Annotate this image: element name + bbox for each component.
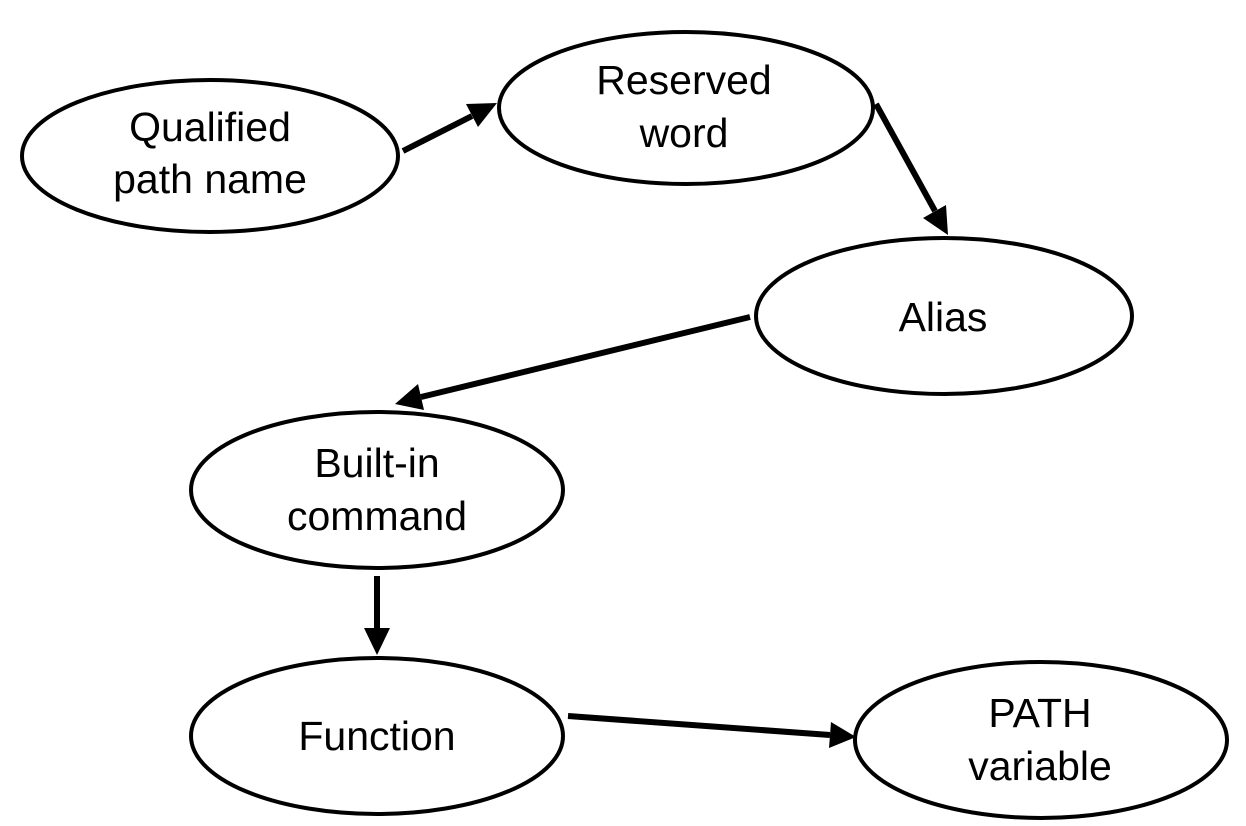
edge-reserved-to-alias [873,102,948,235]
node-builtin-label-line2: command [287,493,467,539]
node-reserved-label-line2: word [639,110,729,156]
node-path-label-line1: PATH [988,690,1091,736]
node-path-label-line2: variable [968,743,1112,789]
node-built-in-command: Built-in command [189,410,565,570]
edge-builtin-to-function [364,576,390,655]
node-qualified-label-line1: Qualified [129,104,291,150]
node-alias: Alias [754,236,1134,396]
node-alias-label: Alias [899,294,988,340]
edges [364,102,948,748]
node-path-variable: PATH variable [853,660,1229,820]
node-reserved-label-line1: Reserved [596,57,771,103]
node-function-label: Function [298,713,455,759]
node-qualified-path-name: Qualified path name [20,78,400,234]
edge-function-to-path [567,713,856,748]
node-function: Function [189,656,565,816]
node-builtin-label-line1: Built-in [314,440,439,486]
edge-qualified-to-reserved [401,103,497,154]
node-qualified-label-line2: path name [113,156,307,202]
edge-alias-to-builtin [395,314,751,410]
node-reserved-word: Reserved word [497,30,875,186]
